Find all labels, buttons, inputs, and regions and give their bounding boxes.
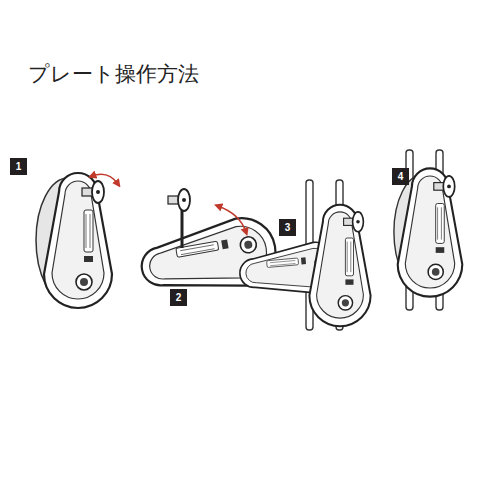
callout-text: 1: [16, 161, 22, 172]
callout-text: 3: [285, 222, 291, 233]
callout-number: 1: [10, 158, 27, 175]
callout-text: 2: [176, 292, 182, 303]
callout-number: 4: [392, 168, 409, 185]
callout-text: 4: [398, 171, 404, 182]
page-title: プレート操作方法: [28, 60, 199, 88]
callout-number: 2: [170, 289, 187, 306]
callout-number: 3: [279, 219, 296, 236]
